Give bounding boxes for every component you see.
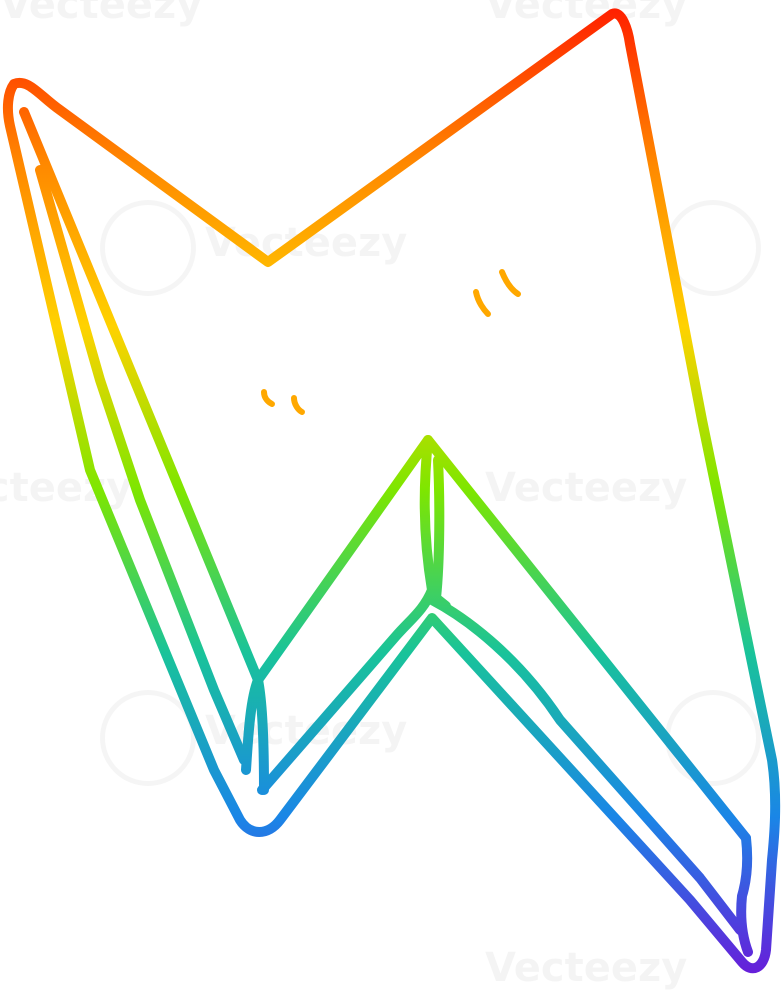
bolt-center-fold-right [431, 455, 451, 611]
bolt-lower-left-fold-2 [253, 675, 269, 795]
highlight-tick [291, 395, 305, 415]
bolt-left-face-edge [35, 165, 249, 765]
highlight-tick [261, 389, 275, 407]
bolt-lower-right-edge [427, 595, 745, 935]
bolt-lower-right-fold [736, 833, 753, 957]
highlight-tick [499, 269, 521, 297]
bolt-center-fold [257, 435, 437, 795]
highlight-tick [473, 289, 491, 317]
bolt-outline [2, 8, 781, 974]
bolt-inner-left-edge [19, 107, 751, 843]
